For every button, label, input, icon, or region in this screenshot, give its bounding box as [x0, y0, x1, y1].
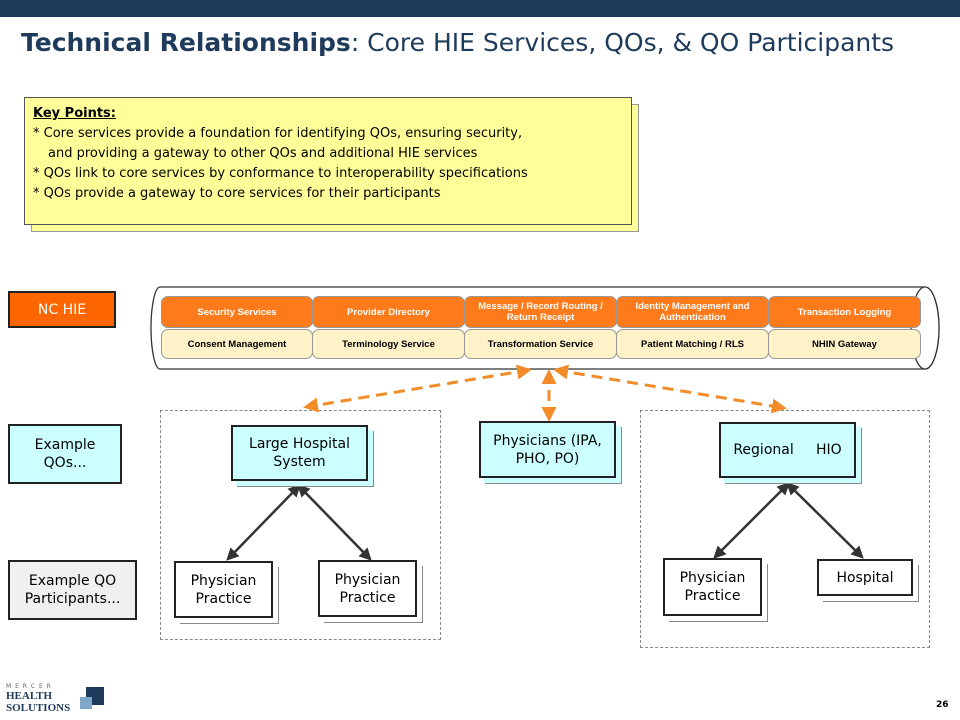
service-label: Transformation Service — [487, 338, 594, 350]
service-label: Consent Management — [187, 338, 287, 350]
example-qos-label: Example QOs... — [8, 424, 122, 484]
large-hospital-group — [160, 410, 441, 640]
page-title: Technical Relationships: Core HIE Servic… — [21, 28, 894, 57]
top-bar — [0, 0, 960, 17]
qo-regional-hio: Regional HIO — [719, 422, 856, 478]
participant-label: Physician Practice — [334, 571, 401, 606]
service-label: Provider Directory — [347, 306, 430, 318]
service-label: Identity Management and Authentication — [635, 301, 750, 323]
qo-large-hospital-system: Large Hospital System — [231, 425, 368, 481]
participant-physician-practice: Physician Practice — [174, 561, 273, 618]
qo-label: Physicians (IPA, PHO, PO) — [493, 432, 602, 467]
page-title-rest: : Core HIE Services, QOs, & QO Participa… — [350, 28, 895, 57]
key-point-line: * QOs link to core services by conforman… — [33, 166, 528, 181]
service-label: Message / Record Routing / Return Receip… — [478, 301, 603, 323]
service-label: NHIN Gateway — [812, 338, 877, 350]
participant-label: Physician Practice — [190, 572, 257, 607]
service-identity-management: Identity Management and Authentication — [616, 296, 769, 328]
participant-physician-practice: Physician Practice — [663, 558, 762, 616]
logo-line-1: HEALTH — [6, 690, 53, 702]
participant-label: Hospital — [836, 569, 894, 586]
service-patient-matching: Patient Matching / RLS — [616, 329, 769, 359]
key-points-title: Key Points: — [33, 106, 116, 121]
participant-hospital: Hospital — [817, 559, 913, 596]
service-message-routing: Message / Record Routing / Return Receip… — [464, 296, 617, 328]
service-transaction-logging: Transaction Logging — [768, 296, 921, 328]
qo-physicians: Physicians (IPA, PHO, PO) — [479, 421, 616, 478]
service-transformation: Transformation Service — [464, 329, 617, 359]
participant-label: Physician Practice — [679, 570, 746, 604]
example-qo-participants-label: Example QO Participants... — [8, 560, 137, 620]
service-nhin-gateway: NHIN Gateway — [768, 329, 921, 359]
key-point-line: * QOs provide a gateway to core services… — [33, 186, 441, 201]
service-label: Patient Matching / RLS — [641, 338, 744, 350]
service-security: Security Services — [161, 296, 313, 328]
service-label: Security Services — [197, 306, 277, 318]
service-terminology: Terminology Service — [312, 329, 465, 359]
nc-hie-label-text: NC HIE — [37, 301, 87, 318]
logo-top-text: M E R C E R — [6, 683, 52, 690]
service-consent-management: Consent Management — [161, 329, 313, 359]
service-label: Terminology Service — [342, 338, 435, 350]
nc-hie-label: NC HIE — [8, 291, 116, 328]
logo-square-icon — [80, 697, 92, 709]
key-points-box: Key Points: * Core services provide a fo… — [24, 97, 632, 225]
page-number: 26 — [936, 700, 949, 710]
example-qos-label-text: Example QOs... — [34, 437, 96, 471]
logo-line-2: SOLUTIONS — [6, 702, 71, 714]
qo-label: Large Hospital System — [249, 436, 350, 470]
example-qo-participants-label-text: Example QO Participants... — [24, 573, 121, 607]
key-point-line: * Core services provide a foundation for… — [33, 126, 523, 141]
arrow-core-to-large-hospital — [303, 364, 532, 413]
arrow-core-to-regional — [553, 364, 787, 414]
qo-label: Regional HIO — [733, 442, 842, 458]
page-title-bold: Technical Relationships — [21, 28, 351, 57]
participant-physician-practice: Physician Practice — [318, 560, 417, 617]
service-label: Transaction Logging — [797, 306, 892, 318]
key-point-line: and providing a gateway to other QOs and… — [48, 146, 478, 161]
mercer-health-solutions-logo: M E R C E R HEALTH SOLUTIONS — [6, 683, 106, 717]
service-provider-directory: Provider Directory — [312, 296, 465, 328]
